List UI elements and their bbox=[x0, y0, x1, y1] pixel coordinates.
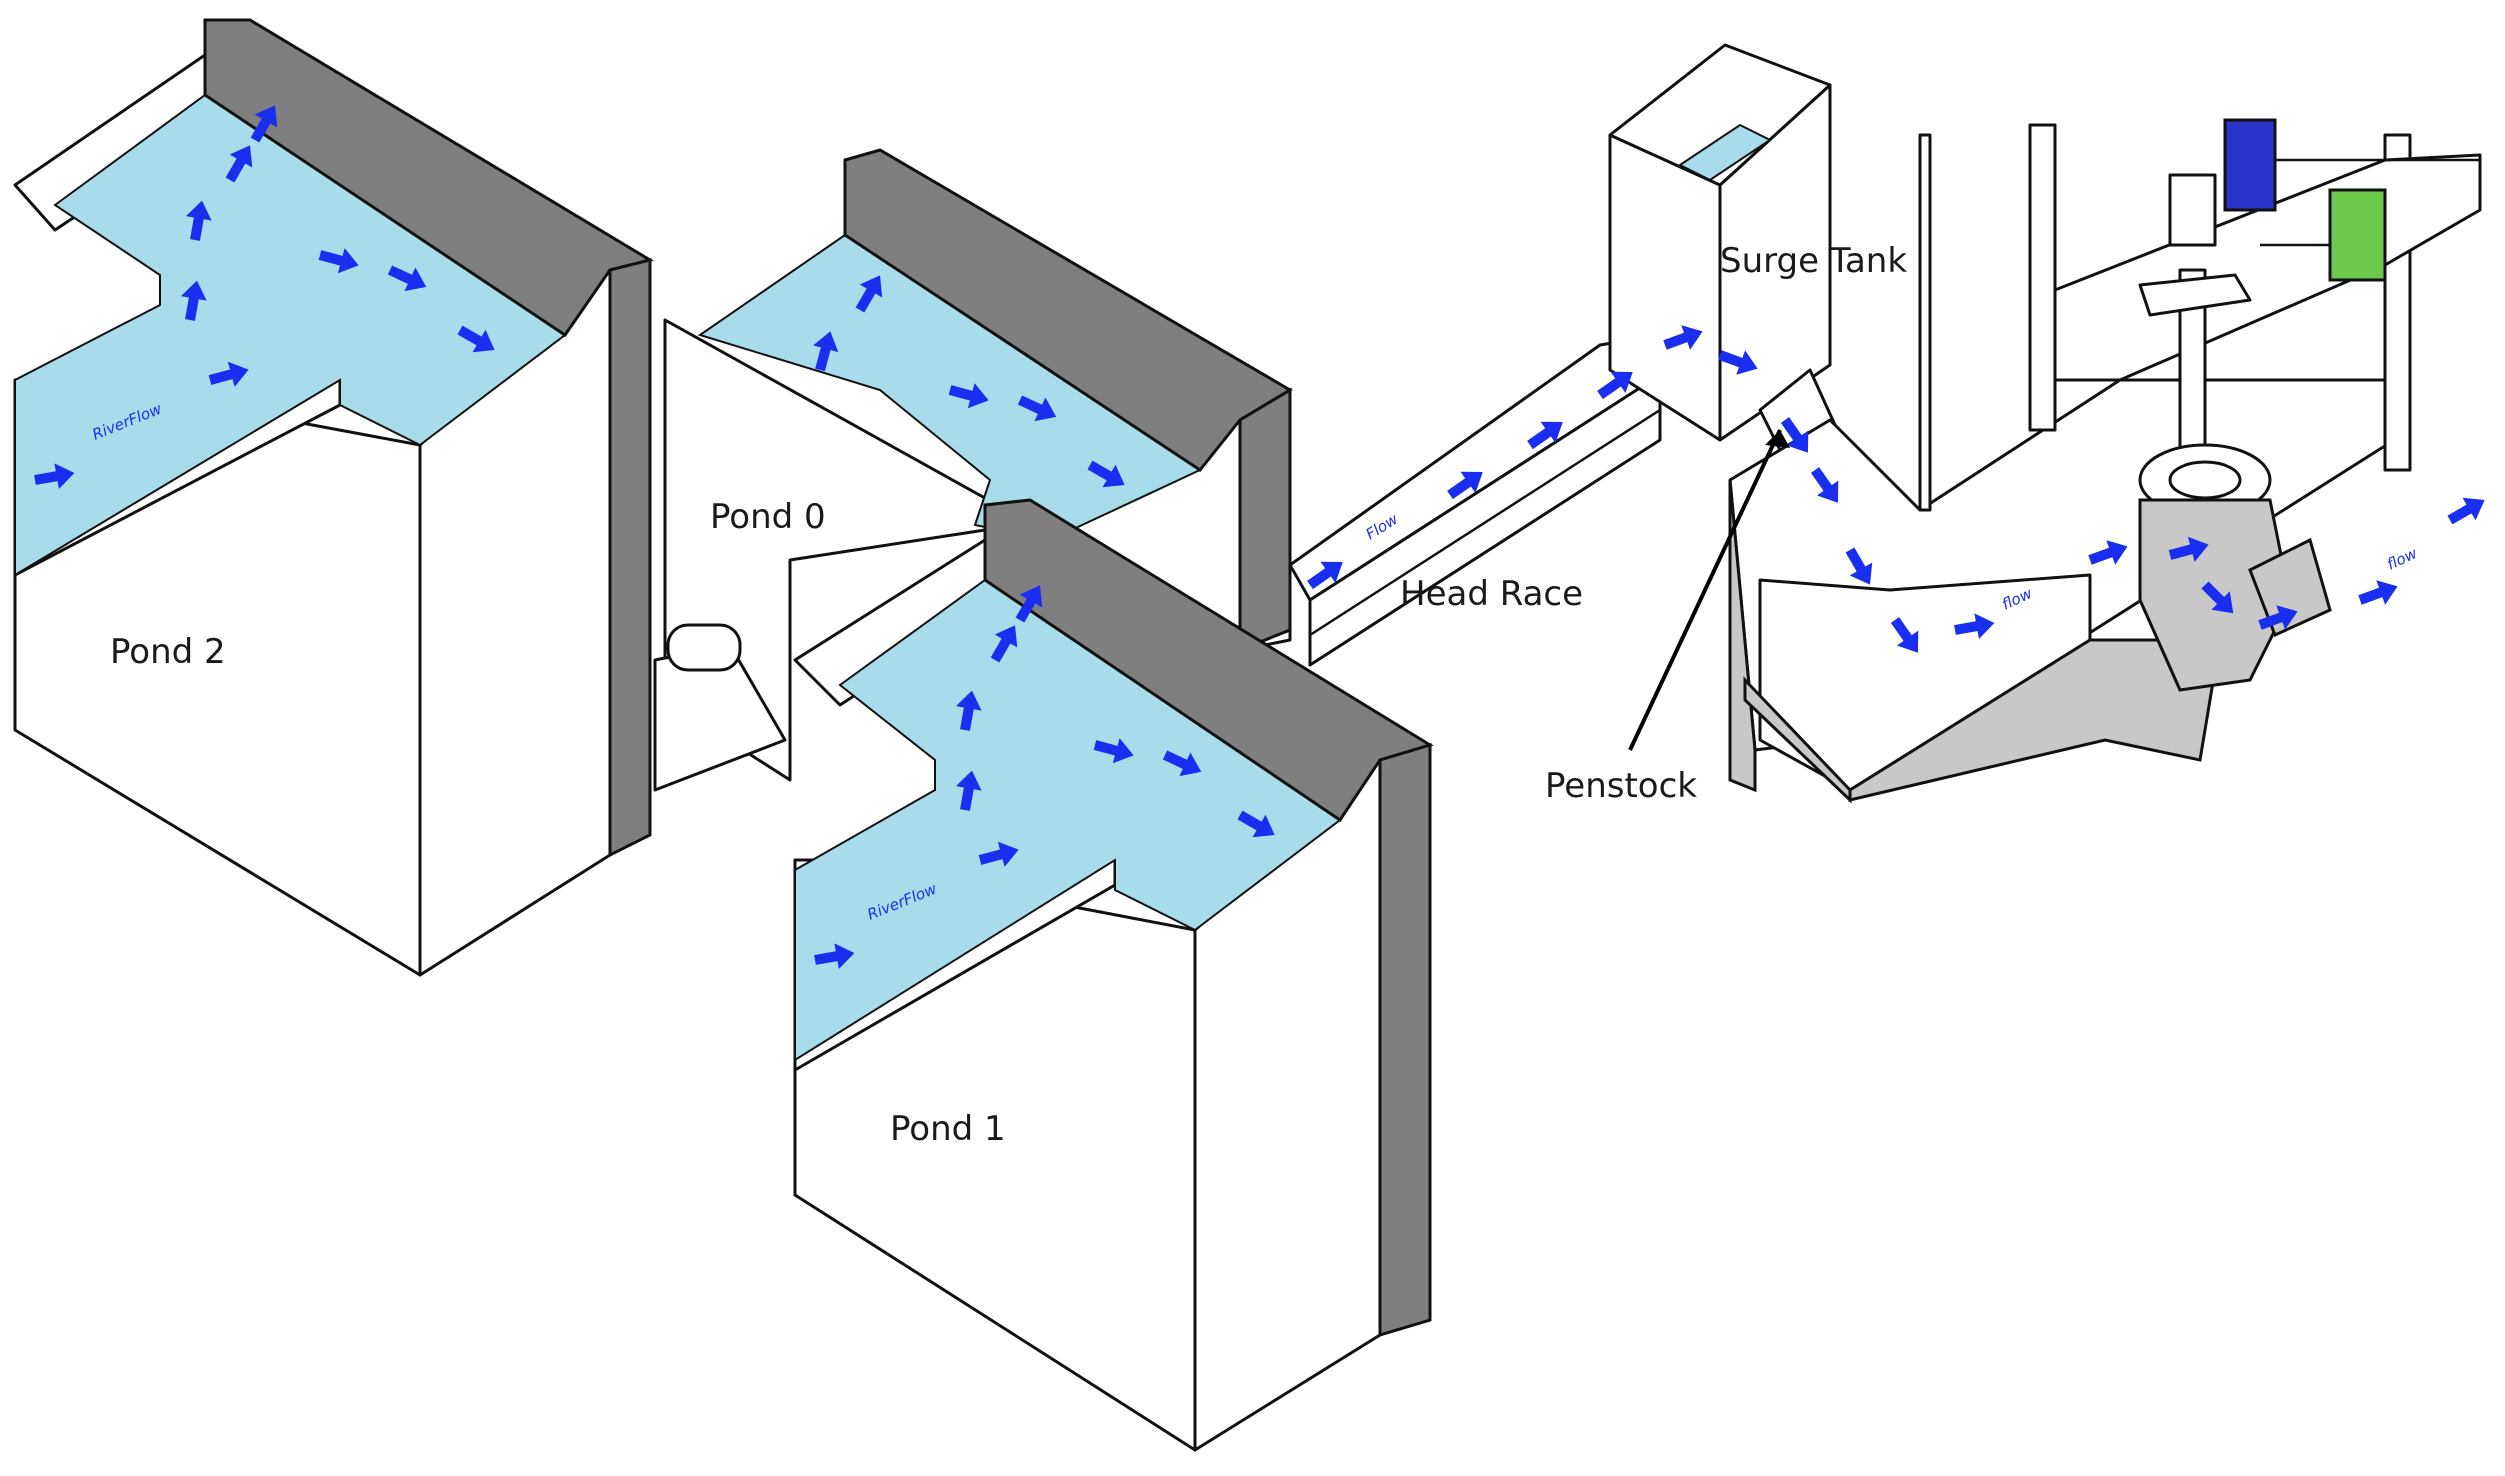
penstock-pointer-head bbox=[1765, 430, 1790, 448]
surge-tank-water bbox=[1678, 123, 1772, 182]
head-race-side-face bbox=[1308, 373, 1662, 667]
control-cabinet-green bbox=[2328, 188, 2387, 282]
pond-0 bbox=[663, 148, 1293, 782]
draft-tube bbox=[2248, 537, 2332, 638]
powerhouse-floor-gray bbox=[1728, 479, 1757, 793]
pond-2-gray-wall-side bbox=[608, 258, 652, 858]
powerhouse-gray-base bbox=[1848, 638, 2222, 802]
surge-tank-top-face bbox=[1608, 43, 1832, 187]
turbine-runner-inner bbox=[2168, 460, 2242, 500]
outlet-flow-text: flow bbox=[2384, 544, 2420, 574]
pond-1: RiverFlow bbox=[793, 498, 1434, 1452]
powerhouse-wall-left bbox=[1918, 133, 1932, 512]
connector-pipe bbox=[653, 623, 787, 792]
penstock-pointer-line bbox=[1628, 429, 1782, 751]
control-cabinet-blue bbox=[2223, 118, 2277, 212]
pond-2: RiverFlow bbox=[13, 18, 654, 977]
label-head-race: Head Race bbox=[1400, 574, 1583, 614]
surge-tank bbox=[1608, 43, 1832, 442]
flow-arrow-icon bbox=[2355, 574, 2403, 613]
generator-collar bbox=[2138, 273, 2252, 317]
pond-0-gray-wall-side bbox=[1238, 387, 1292, 653]
generator-head bbox=[2168, 173, 2217, 247]
head-race-channel: Flow bbox=[1288, 333, 1662, 667]
connector-valve bbox=[666, 623, 742, 672]
label-surge-tank: Surge Tank bbox=[1720, 241, 1907, 281]
pond-1-gray-wall-side bbox=[1378, 742, 1432, 1338]
label-penstock: Penstock bbox=[1545, 766, 1697, 806]
powerhouse-wall-right bbox=[2028, 123, 2057, 432]
label-pond-1: Pond 1 bbox=[890, 1109, 1006, 1149]
label-pond-0: Pond 0 bbox=[710, 497, 826, 537]
powerhouse: flow flow bbox=[1728, 118, 2482, 804]
flow-arrow-icon bbox=[2443, 488, 2492, 532]
head-race-inner-line bbox=[1309, 408, 1661, 637]
label-pond-2: Pond 2 bbox=[110, 632, 226, 672]
